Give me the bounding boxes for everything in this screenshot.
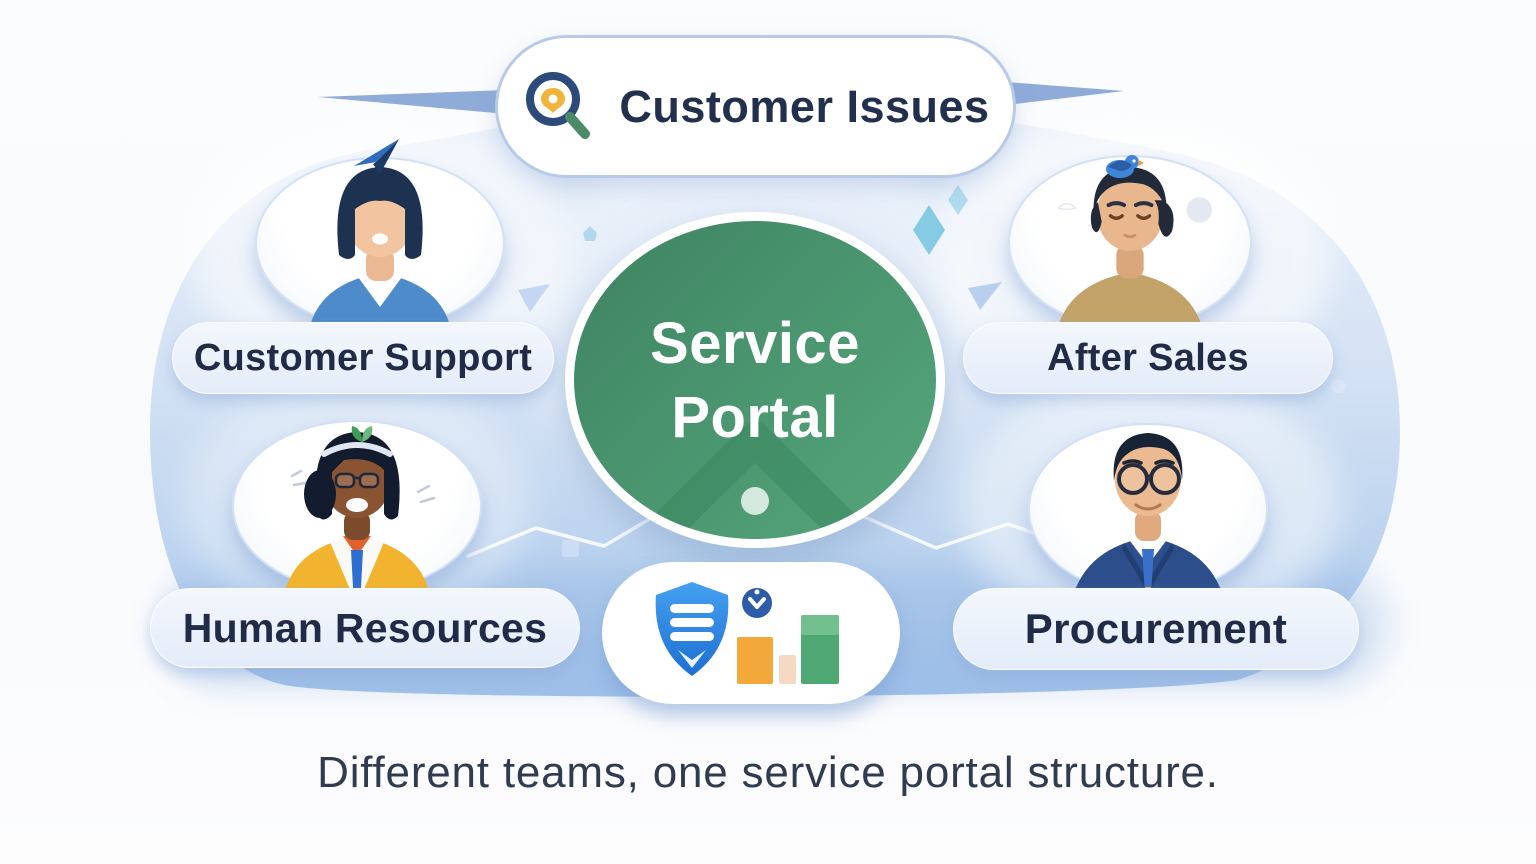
customer-support-label: Customer Support [193, 336, 533, 379]
portal-title-line1: Service [650, 311, 860, 376]
connector-line-left [466, 518, 650, 558]
decor-sparkle-left [290, 469, 307, 487]
decor-dot-2 [1331, 379, 1345, 393]
features-pill [602, 562, 900, 704]
chevron-up-icon [643, 422, 867, 539]
after-sales-pill: After Sales [963, 322, 1333, 394]
caption-text: Different teams, one service portal stru… [317, 748, 1219, 797]
after-sales-label: After Sales [1047, 336, 1249, 379]
bubble-spike-right [1006, 82, 1124, 105]
human-resources-pill: Human Resources [150, 588, 580, 668]
human-resources-label: Human Resources [182, 604, 548, 651]
sprout-icon [351, 426, 373, 442]
customer-support-pill: Customer Support [172, 322, 554, 394]
bird-icon [1106, 155, 1144, 178]
decor-bird-mark [1057, 202, 1077, 211]
customer-issues-bubble: Customer Issues [495, 35, 1016, 178]
shield-checklist-icon [655, 582, 729, 676]
check-badge-icon [742, 588, 772, 618]
decor-sparkle-right [416, 484, 436, 504]
decor-diamond-large [913, 205, 945, 255]
procurement-pill: Procurement [953, 588, 1359, 670]
bubble-spike-left [318, 90, 506, 114]
paper-plane-icon [354, 139, 399, 174]
decor-triangle-right [968, 282, 1002, 310]
customer-issues-label: Customer Issues [619, 80, 990, 132]
features-icons [655, 582, 839, 684]
portal-title-line2: Portal [671, 384, 839, 450]
decor-square-2 [562, 540, 579, 557]
decor-house [583, 226, 597, 241]
portal-dot [741, 487, 769, 515]
magnifier-icon [526, 71, 591, 139]
human-resources-avatar [282, 432, 436, 606]
magnifier-handle [565, 111, 591, 139]
bar-chart-icon [737, 615, 839, 684]
decor-gray-dot [1186, 197, 1212, 223]
decor-triangle-left [518, 284, 550, 312]
service-portal-circle: Service Portal [565, 212, 945, 548]
portal-title: Service Portal [574, 307, 936, 454]
decor-diamond-small [948, 185, 968, 215]
procurement-label: Procurement [1024, 605, 1288, 652]
procurement-avatar [1070, 433, 1226, 609]
after-sales-avatar [1054, 167, 1212, 341]
customer-support-avatar [307, 167, 453, 343]
